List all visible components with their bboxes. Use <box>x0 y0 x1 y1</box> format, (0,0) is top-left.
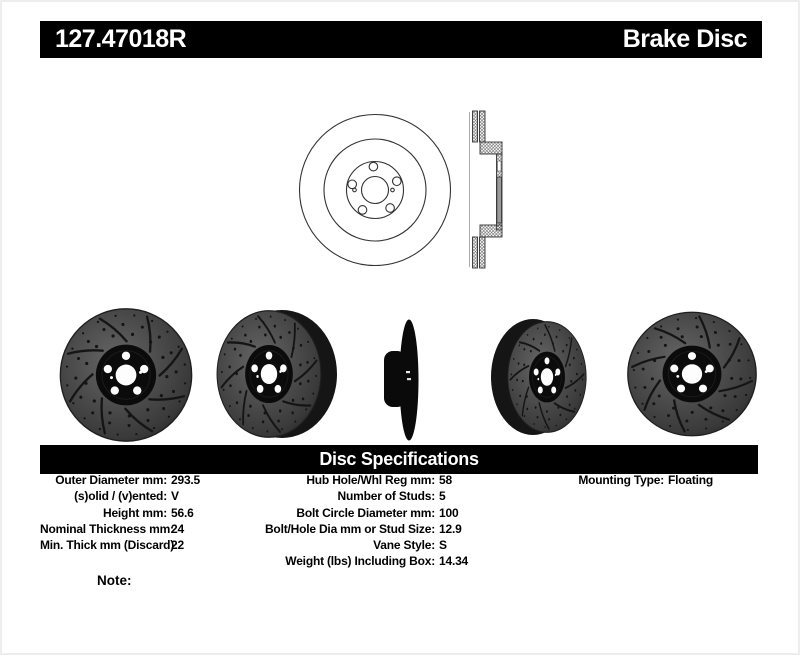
spec-label: Bolt/Hole Dia mm or Stud Size: <box>264 521 435 536</box>
spec-row: Height mm: 56.6 <box>40 505 200 521</box>
spec-title: Disc Specifications <box>319 449 479 469</box>
product-photos-row <box>59 308 757 442</box>
spec-value: 14.34 <box>439 554 469 569</box>
spec-value: V <box>171 489 179 504</box>
spec-row: Bolt Circle Diameter mm: 100 <box>248 505 468 521</box>
spec-row: (s)olid / (v)ented: V <box>40 488 200 504</box>
product-type-title: Brake Disc <box>622 25 748 53</box>
note-label: Note: <box>97 573 132 588</box>
disc-side-view-drawing <box>469 110 503 269</box>
spec-row: Mounting Type: Floating <box>545 472 713 488</box>
spec-value: 12.9 <box>439 521 462 536</box>
spec-header-bar: Disc Specifications <box>40 445 758 474</box>
spec-column-middle: Hub Hole/Whl Reg mm: 58 Number of Studs:5… <box>248 472 468 570</box>
spec-label: Min. Thick mm (Discard): <box>40 538 178 553</box>
spec-row: Hub Hole/Whl Reg mm: 58 <box>248 472 468 488</box>
spec-row: Outer Diameter mm: 293.5 <box>40 472 200 488</box>
technical-drawing <box>298 110 503 269</box>
spec-row: Bolt/Hole Dia mm or Stud Size: 12.9 <box>248 521 468 537</box>
spec-label: Nominal Thickness mm: <box>40 521 174 536</box>
spec-label: Weight (lbs) Including Box: <box>285 554 435 569</box>
rotor-photo-face-tilted-left <box>59 308 193 442</box>
spec-column-left: Outer Diameter mm: 293.5 (s)olid / (v)ent… <box>40 472 200 553</box>
rotor-photo-angled-right-edge <box>216 310 337 438</box>
spec-value: 24 <box>171 521 184 536</box>
spec-label: Outer Diameter mm: <box>55 473 167 487</box>
spec-value: Floating <box>668 473 714 487</box>
spec-value: 5 <box>439 489 446 504</box>
spec-label: (s)olid / (v)ented: <box>74 489 167 504</box>
spec-row: Nominal Thickness mm:24 <box>40 521 200 537</box>
spec-row: Min. Thick mm (Discard):22 <box>40 537 200 553</box>
disc-front-view-drawing <box>298 113 452 267</box>
spec-value: 58 <box>439 473 452 487</box>
header-bar: 127.47018R Brake Disc <box>40 21 762 58</box>
part-number: 127.47018R <box>55 25 187 53</box>
spec-label: Bolt Circle Diameter mm: <box>296 505 435 520</box>
spec-label: Vane Style: <box>373 538 435 553</box>
spec-label: Mounting Type: <box>578 473 664 487</box>
rotor-photo-face-on <box>627 311 757 437</box>
spec-value: 56.6 <box>171 505 194 520</box>
spec-label: Hub Hole/Whl Reg mm: <box>306 473 435 487</box>
spec-value: 22 <box>171 538 184 553</box>
spec-value: 293.5 <box>171 473 201 487</box>
spec-value: 100 <box>439 505 459 520</box>
spec-row: Weight (lbs) Including Box: 14.34 <box>248 553 468 569</box>
spec-label: Height mm: <box>102 505 167 520</box>
spec-value: S <box>439 538 447 553</box>
rotor-photo-edge-profile <box>384 319 419 441</box>
spec-row: Vane Style: S <box>248 537 468 553</box>
spec-column-right: Mounting Type: Floating <box>545 472 713 488</box>
spec-label: Number of Studs: <box>337 489 436 504</box>
rotor-photo-angled-left-edge <box>491 319 587 435</box>
spec-row: Number of Studs:5 <box>248 488 468 504</box>
